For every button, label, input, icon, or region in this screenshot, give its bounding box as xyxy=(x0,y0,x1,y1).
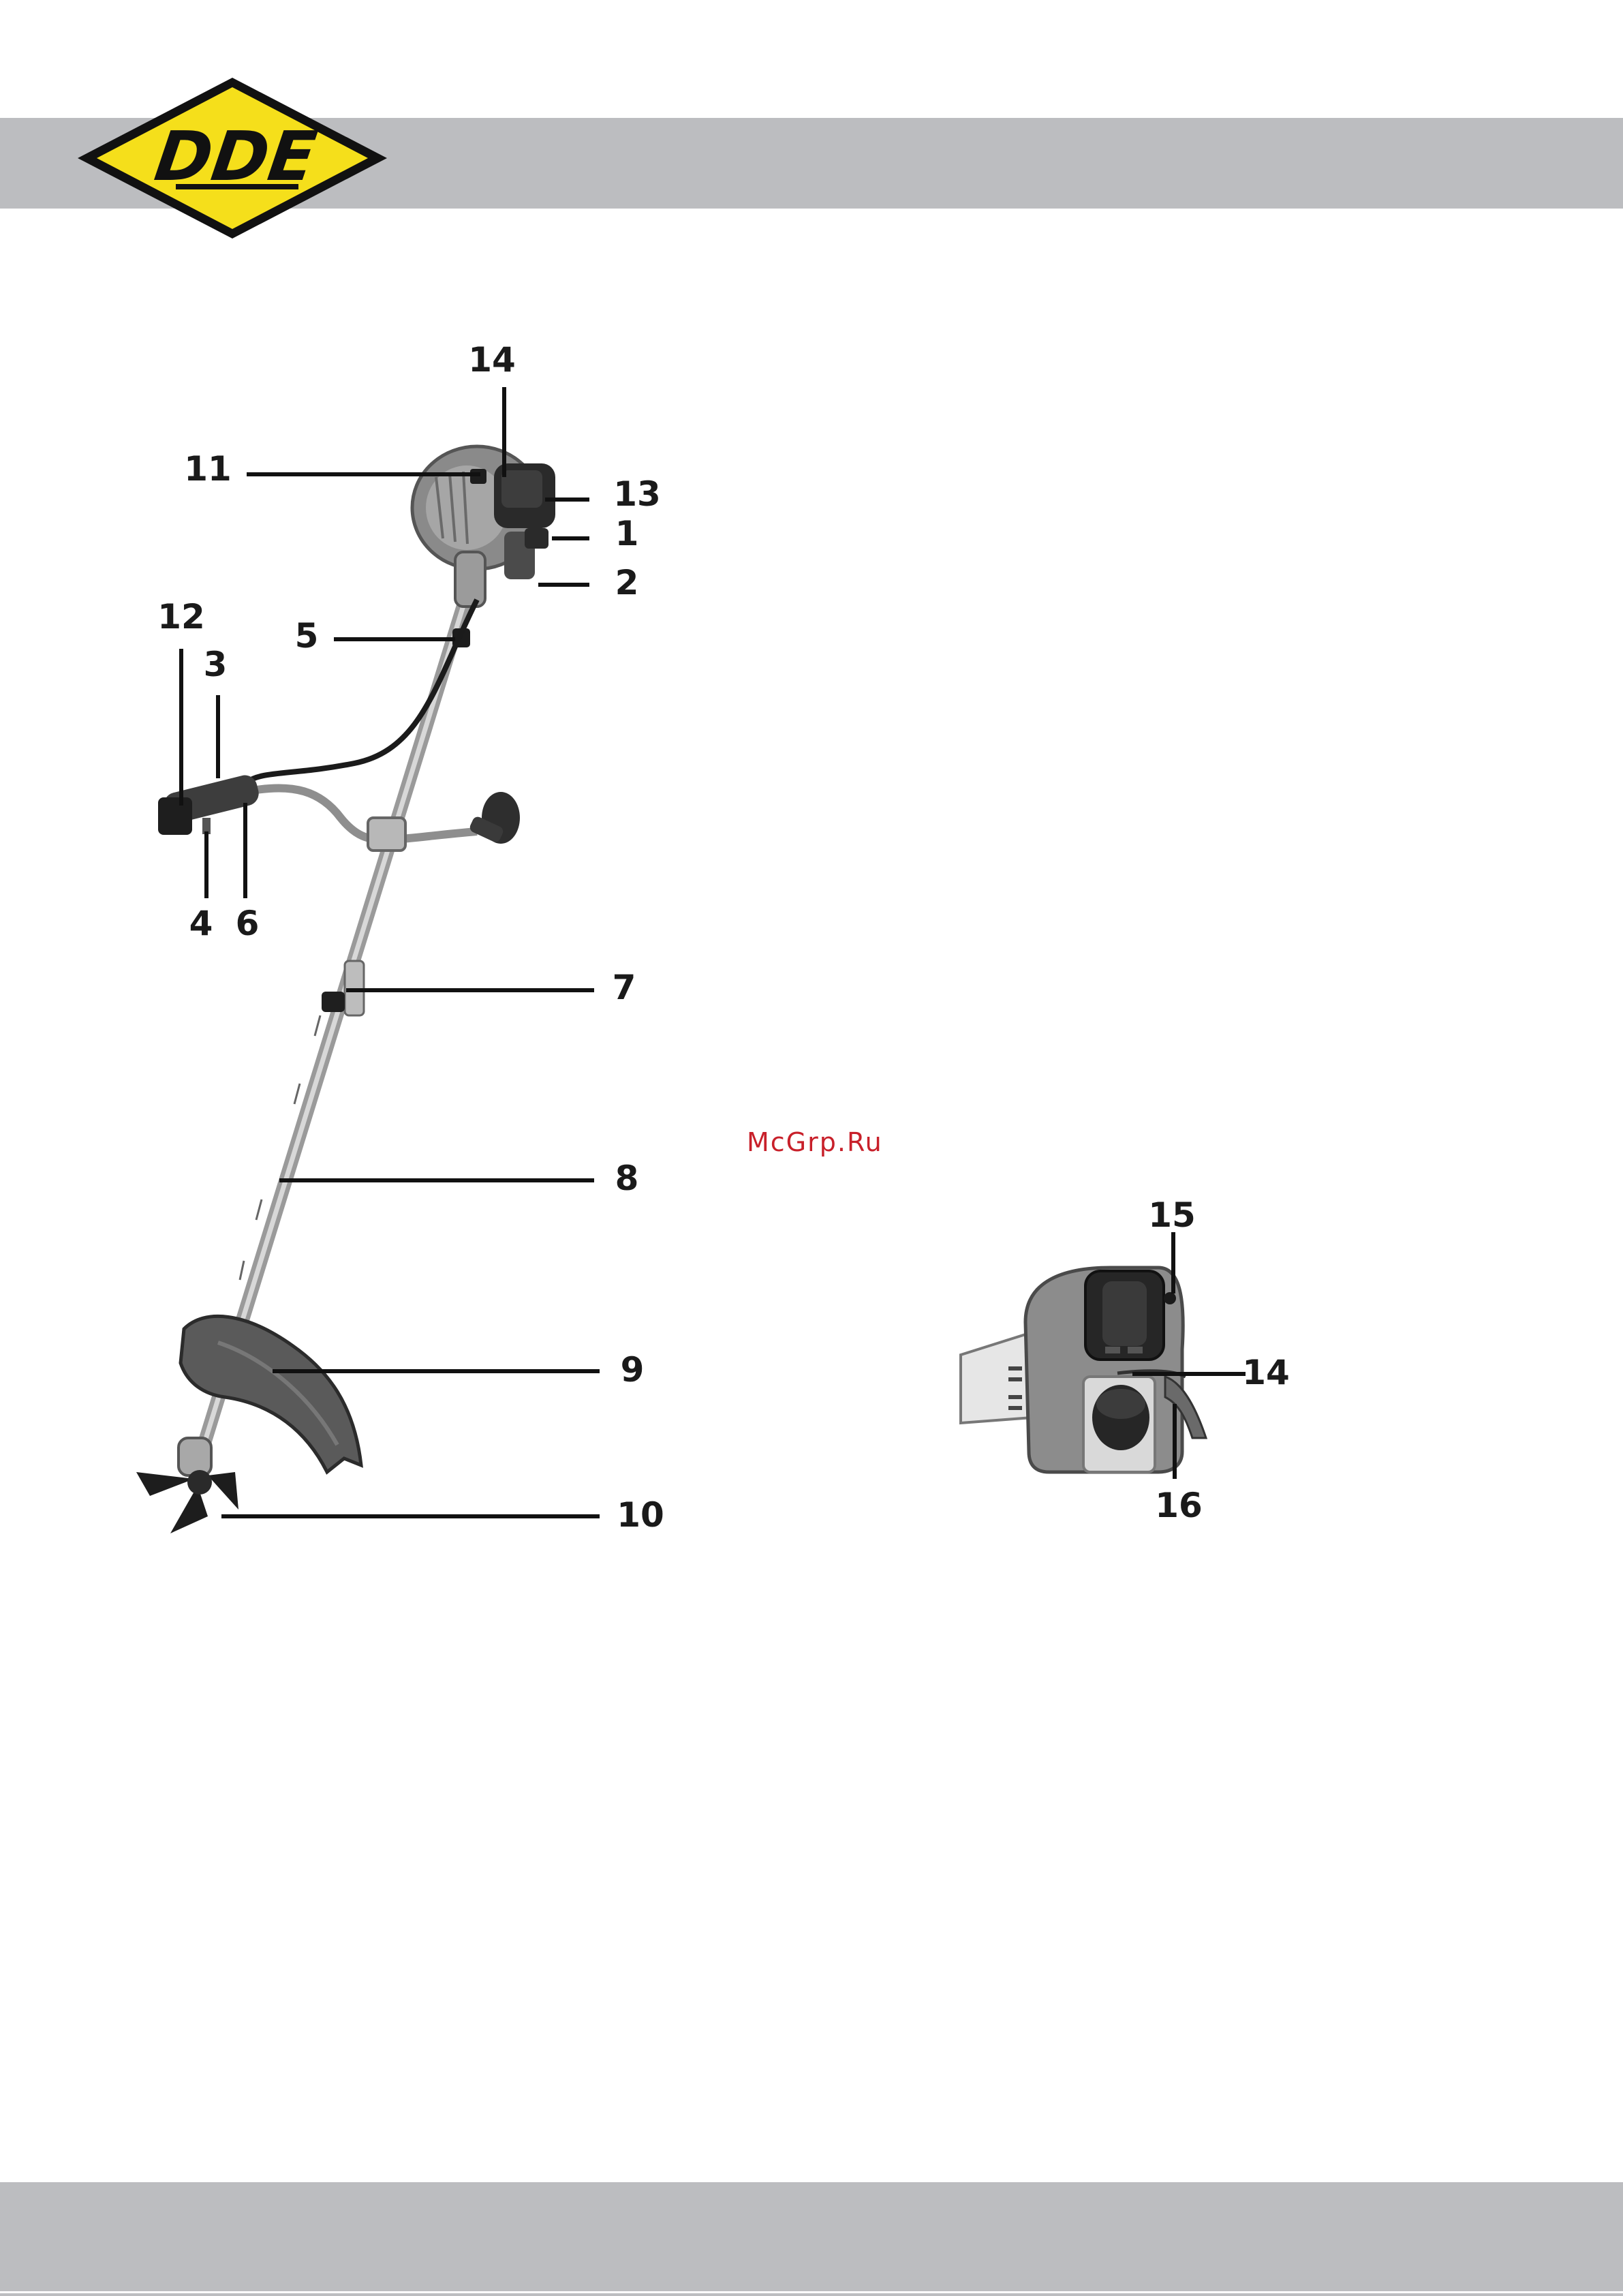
callout-1: 1 xyxy=(615,514,639,553)
callout-6: 6 xyxy=(236,904,260,943)
callout-13: 13 xyxy=(613,474,661,514)
callout-5: 5 xyxy=(295,616,319,656)
callout-4: 4 xyxy=(189,904,213,943)
callout-2: 2 xyxy=(615,563,639,602)
watermark: McGrp.Ru xyxy=(747,1127,883,1157)
callout-9: 9 xyxy=(621,1350,645,1390)
engine-detail-illustration xyxy=(961,1268,1206,1472)
callout-12: 12 xyxy=(157,597,205,637)
callout-14: 14 xyxy=(468,340,516,380)
callout-7: 7 xyxy=(613,968,636,1007)
detail-callout-16: 16 xyxy=(1155,1486,1203,1525)
detail-callout-14: 14 xyxy=(1242,1353,1290,1392)
detail-callout-15: 15 xyxy=(1148,1195,1196,1235)
callout-10: 10 xyxy=(617,1495,664,1535)
callout-3: 3 xyxy=(204,645,228,684)
callout-8: 8 xyxy=(615,1159,639,1198)
callout-11: 11 xyxy=(184,449,232,489)
